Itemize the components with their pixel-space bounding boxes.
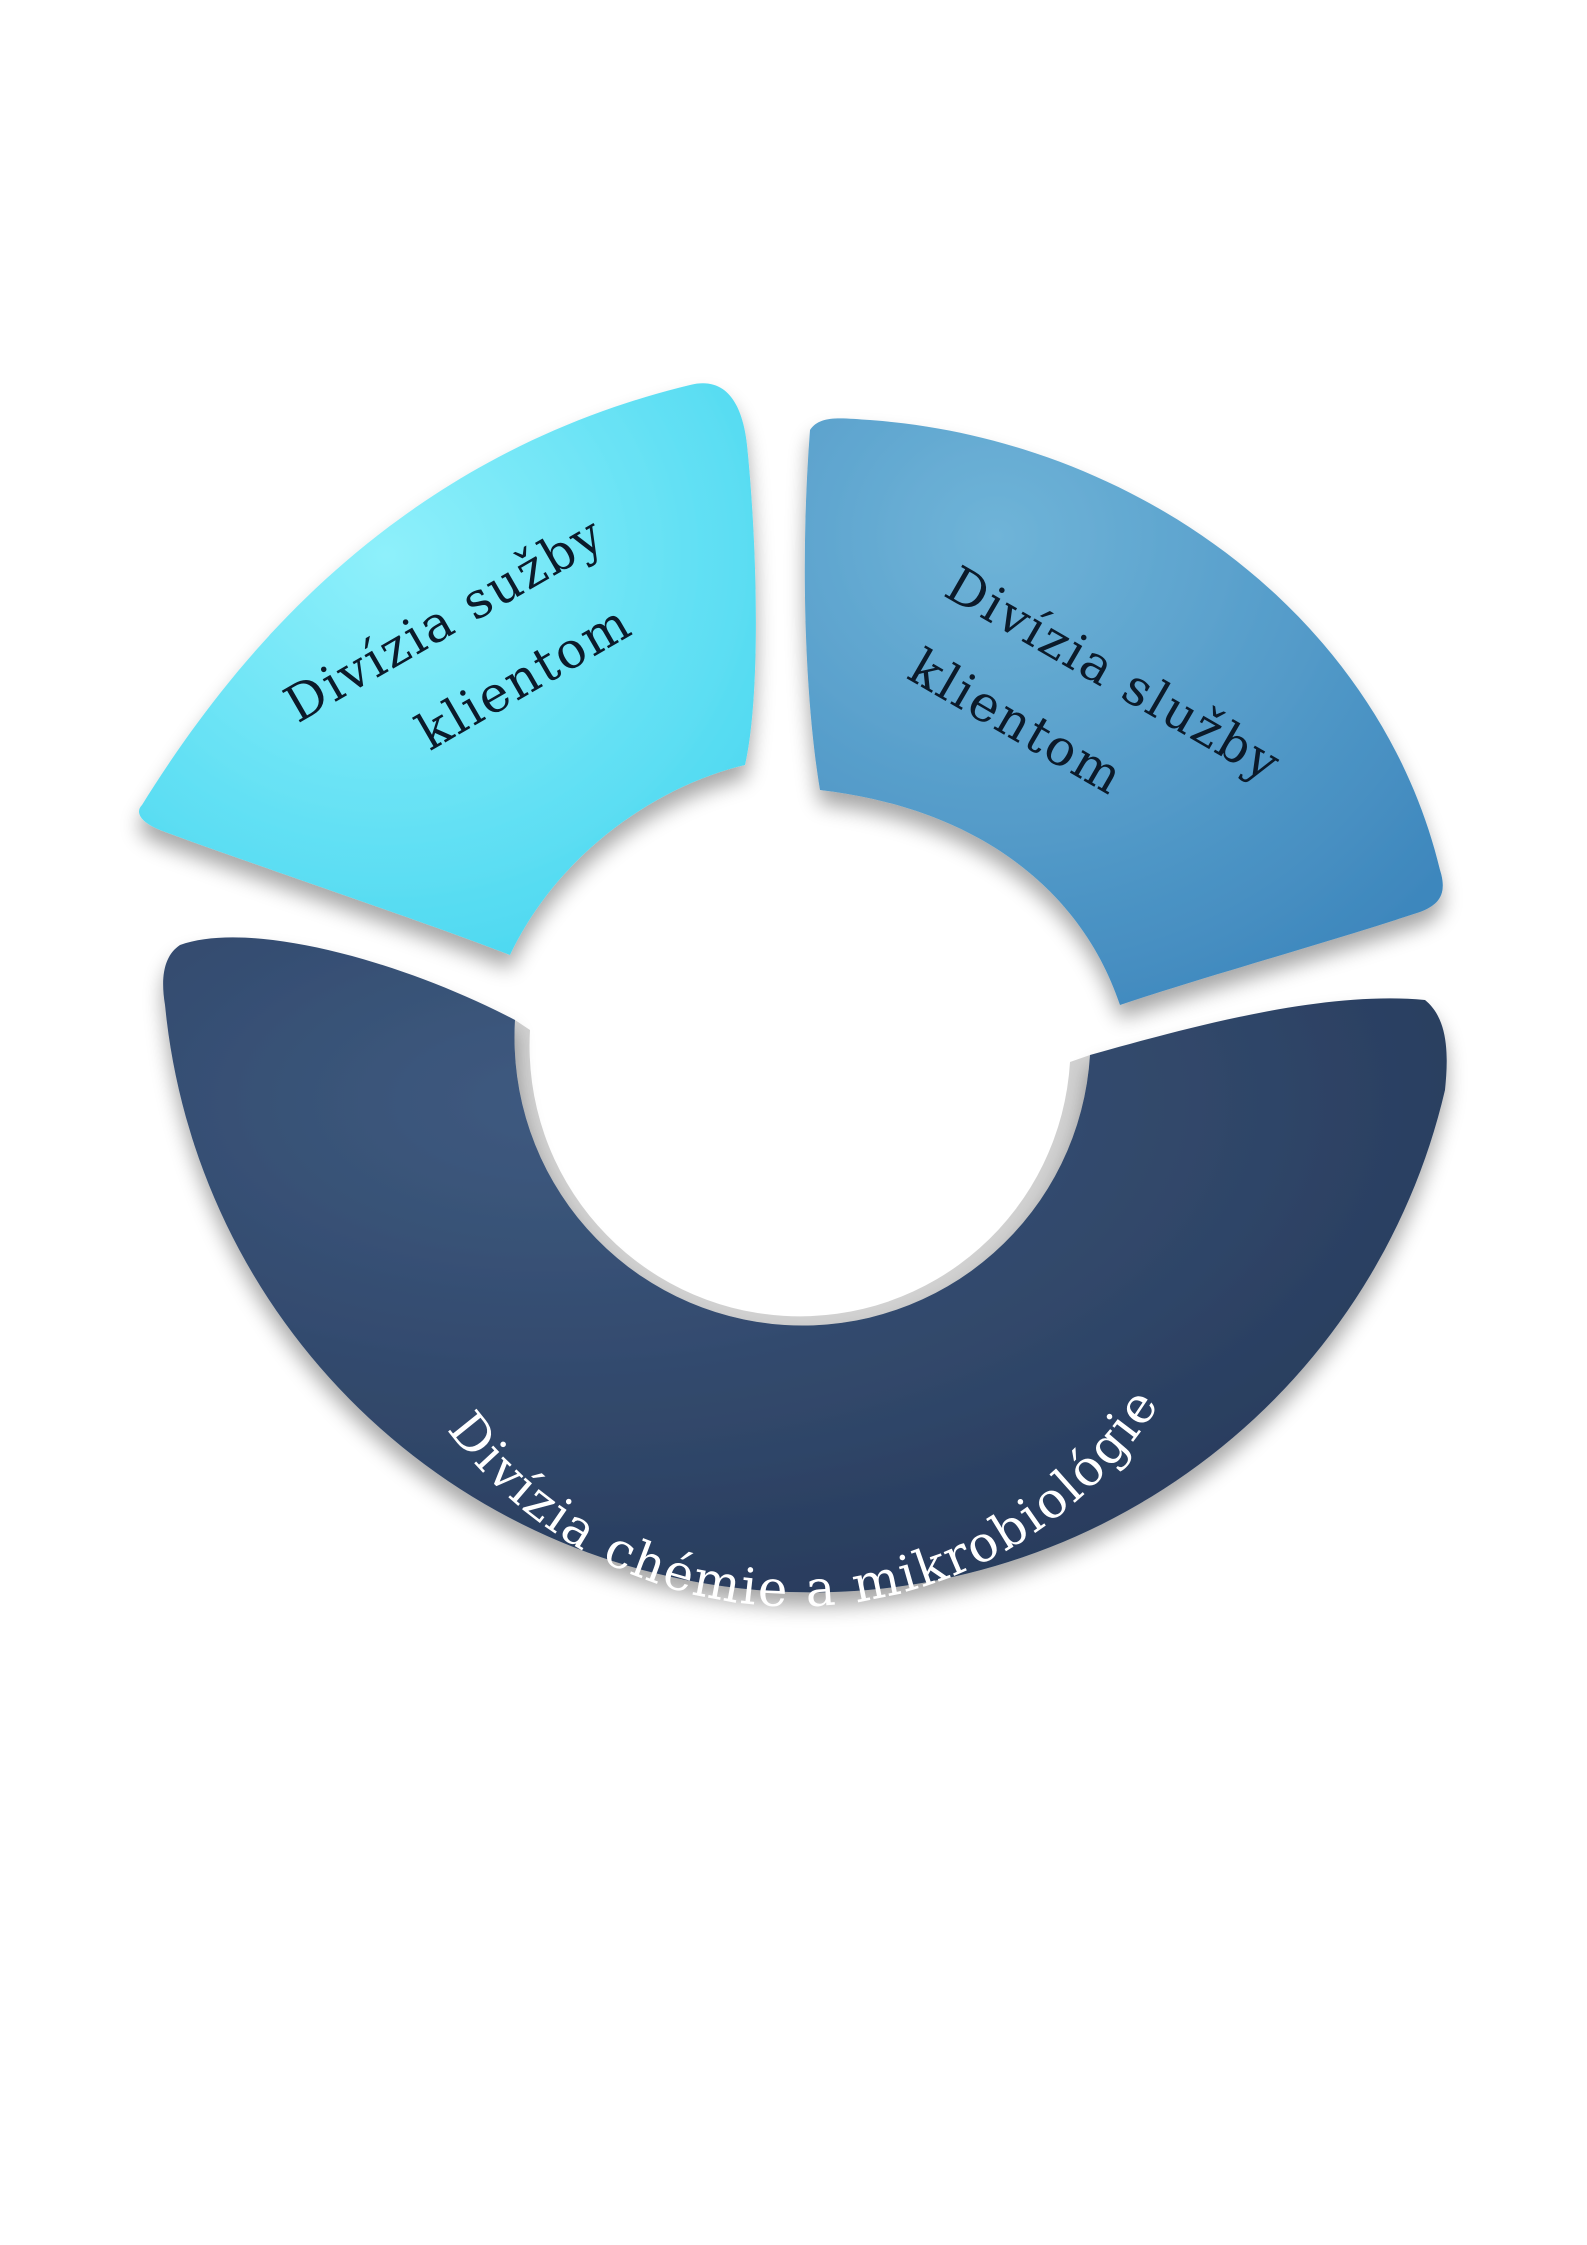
segment-bottom-shape	[163, 937, 1447, 1593]
segment-top-left	[139, 383, 756, 955]
segment-bottom	[163, 937, 1447, 1593]
segment-top-right-shape	[804, 418, 1443, 1005]
segment-top-left-shape	[139, 383, 756, 955]
segment-top-right	[804, 418, 1443, 1005]
